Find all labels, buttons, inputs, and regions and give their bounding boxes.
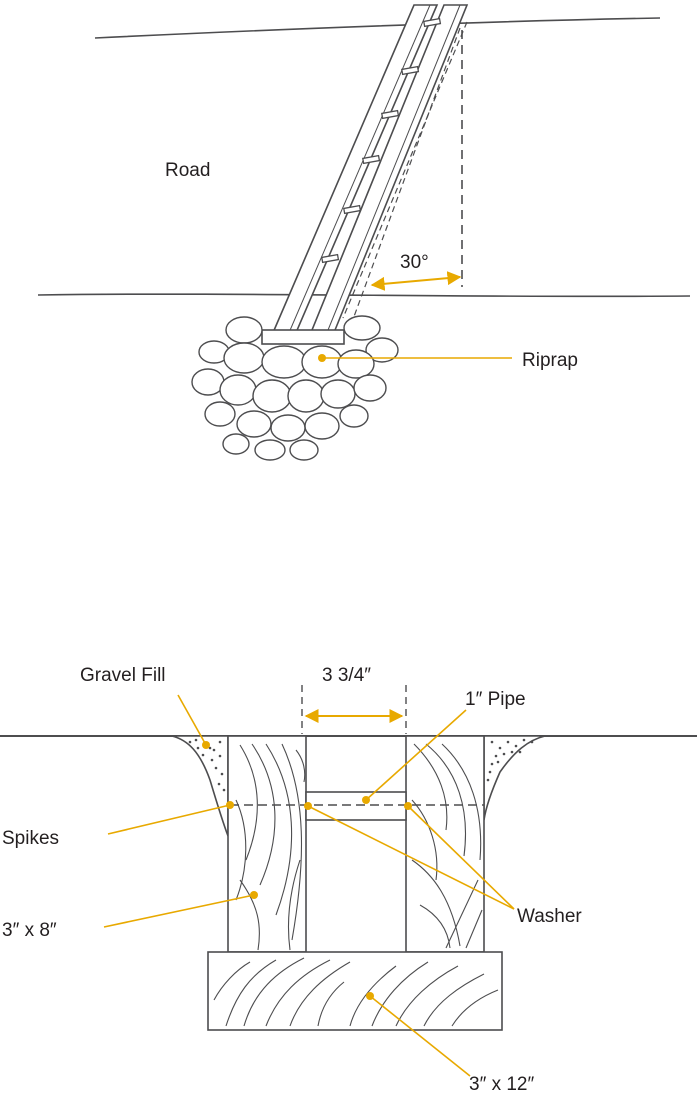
- post-left: [227, 735, 307, 953]
- section-view: [0, 685, 697, 1031]
- gravel-fill-left: [171, 735, 229, 837]
- section-view-annotations: [103, 694, 515, 1077]
- spikes-label: Spikes: [2, 828, 59, 849]
- road-edge-lower: [37, 293, 691, 298]
- gap-dimension-label: 3 3/4″: [322, 665, 371, 686]
- pipe-leader: [365, 709, 467, 801]
- gravel-fill-right: [483, 735, 546, 821]
- spikes-leader: [107, 804, 231, 835]
- sill-leader: [369, 995, 471, 1077]
- pipe-label: 1″ Pipe: [465, 689, 526, 710]
- washer-label: Washer: [517, 906, 582, 927]
- ladder: [261, 4, 469, 345]
- pipe: [305, 791, 407, 821]
- ladder-base-block: [261, 329, 345, 345]
- top-view-annotations: [318, 271, 512, 362]
- gravel-fill-label: Gravel Fill: [80, 665, 166, 686]
- sill-grain: [213, 957, 499, 1027]
- sill: [207, 951, 503, 1031]
- riprap-leader-dot: [318, 354, 326, 362]
- road-edge-upper: [94, 17, 661, 39]
- ladder-rail-right: [308, 4, 469, 336]
- post-dimension-label: 3″ x 8″: [2, 920, 57, 941]
- post-right: [405, 735, 485, 953]
- post-left-grain: [235, 743, 306, 951]
- ladder-rail-left: [270, 4, 439, 336]
- riprap-label: Riprap: [522, 350, 578, 371]
- washer-leader-left: [307, 805, 515, 910]
- sill-dimension-label: 3″ x 12″: [469, 1074, 534, 1095]
- angle-arrow: [370, 271, 462, 291]
- post-leader: [103, 894, 255, 928]
- top-view: [37, 4, 691, 461]
- road-label: Road: [165, 160, 210, 181]
- gravel-fill-leader: [177, 694, 207, 746]
- ladder-rungs: [321, 17, 442, 264]
- angle-label: 30°: [400, 252, 429, 273]
- gravel-dots: [188, 738, 534, 792]
- washer-leader-right: [407, 805, 515, 910]
- riprap-stones: [191, 315, 399, 461]
